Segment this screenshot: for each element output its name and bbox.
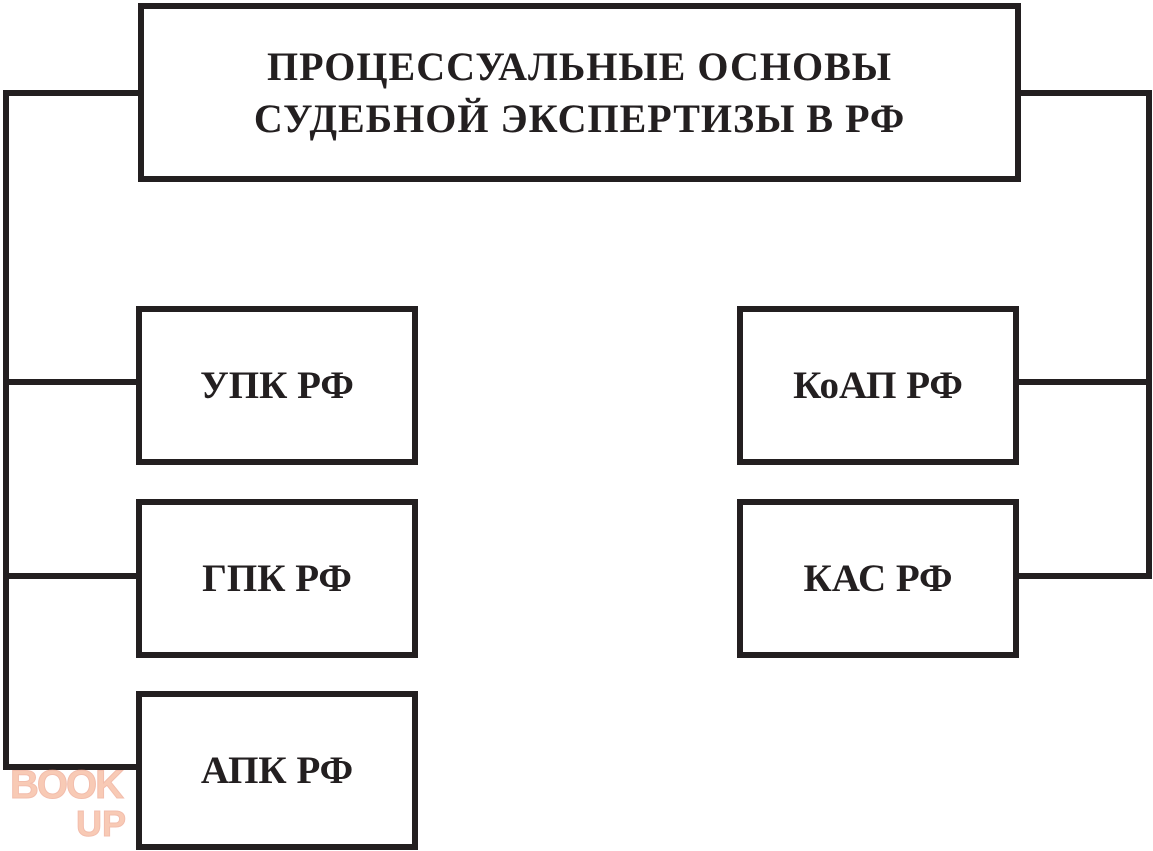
right-connector [1018,90,1152,579]
node-label: КоАП РФ [793,364,963,407]
node-kas-rf: КАС РФ [737,499,1019,658]
diagram-title-box: ПРОЦЕССУАЛЬНЫЕ ОСНОВЫ СУДЕБНОЙ ЭКСПЕРТИЗ… [138,3,1021,182]
diagram-title-line-1: ПРОЦЕССУАЛЬНЫЕ ОСНОВЫ [266,43,893,89]
node-upk-rf: УПК РФ [136,306,418,465]
node-label: ГПК РФ [202,557,352,600]
left-connector [3,90,141,770]
node-label: УПК РФ [200,364,354,407]
diagram-title-line-2: СУДЕБНОЙ ЭКСПЕРТИЗЫ В РФ [253,95,906,141]
node-koap-rf: КоАП РФ [737,306,1019,465]
node-label: АПК РФ [200,749,354,792]
node-label: КАС РФ [803,557,953,600]
node-apk-rf: АПК РФ [136,691,418,850]
node-gpk-rf: ГПК РФ [136,499,418,658]
